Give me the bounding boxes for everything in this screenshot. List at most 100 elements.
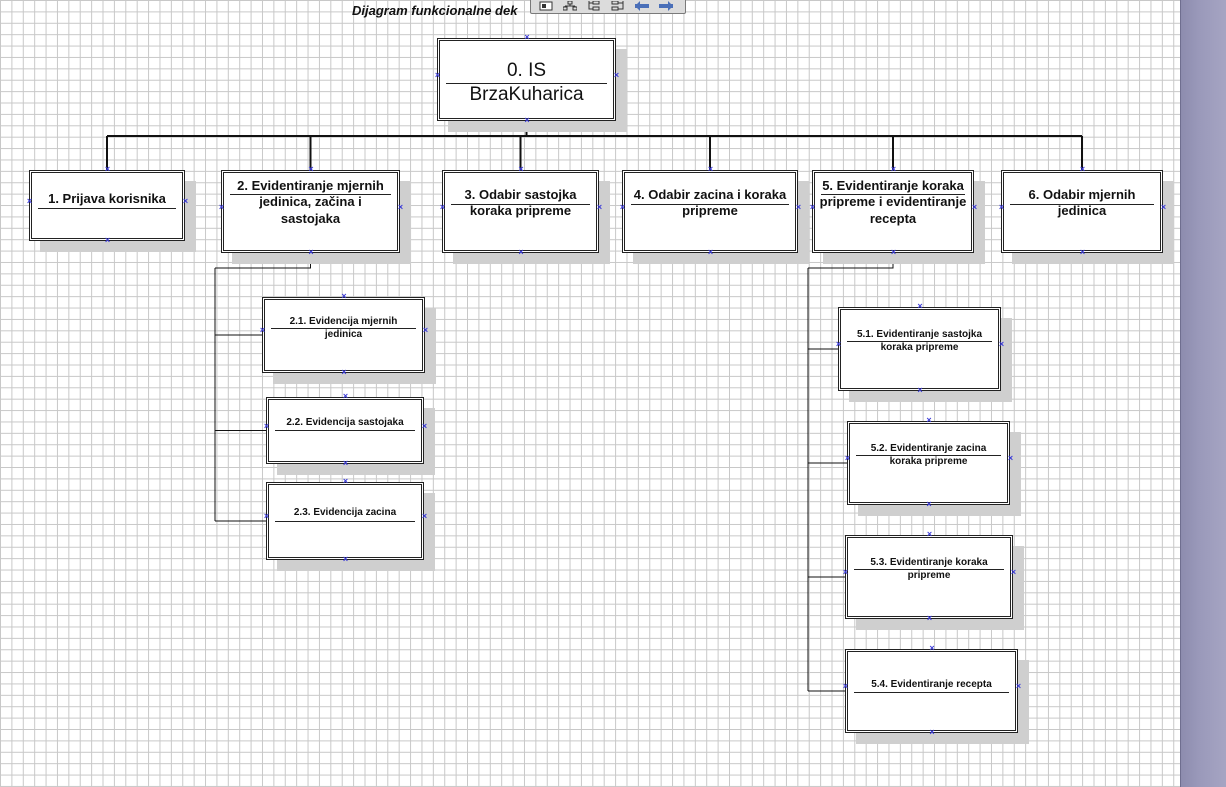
connection-handle[interactable]: × <box>342 476 349 486</box>
connection-handle[interactable]: × <box>917 301 923 311</box>
node-divider <box>451 204 590 205</box>
node-divider <box>856 455 1001 456</box>
node-divider <box>230 194 391 195</box>
connection-handle[interactable]: × <box>795 201 802 212</box>
connection-handle[interactable]: × <box>422 325 429 335</box>
connection-handle[interactable]: × <box>524 115 530 125</box>
connection-handle[interactable]: × <box>971 201 978 212</box>
connection-handle[interactable]: × <box>596 201 603 212</box>
node-5-1[interactable]: 5.1. Evidentiranje sastojka koraka pripr… <box>838 307 1001 391</box>
move-right-icon[interactable] <box>657 0 675 11</box>
connection-handle[interactable]: × <box>998 339 1005 349</box>
node-3-label: 3. Odabir sastojka koraka pripreme <box>464 187 577 219</box>
connection-handle[interactable]: × <box>842 567 849 577</box>
connection-handle[interactable]: × <box>218 201 225 212</box>
connection-handle[interactable]: × <box>1015 681 1022 691</box>
node-root[interactable]: 0. IS BrzaKuharica <box>437 38 616 121</box>
connection-handle[interactable]: × <box>707 164 714 174</box>
connector-lines <box>106 121 1083 692</box>
node-divider <box>38 208 176 209</box>
connection-handle[interactable]: × <box>182 195 189 206</box>
connection-handle[interactable]: × <box>421 420 428 431</box>
connection-handle[interactable]: × <box>263 420 270 431</box>
connection-handle[interactable]: × <box>421 511 428 521</box>
node-6-label: 6. Odabir mjernih jedinica <box>1028 187 1136 219</box>
connection-handle[interactable]: × <box>341 367 347 377</box>
node-2-3[interactable]: 2.3. Evidencija zacina <box>266 482 424 560</box>
connection-handle[interactable]: × <box>342 458 349 468</box>
connection-handle[interactable]: × <box>844 453 851 463</box>
node-divider <box>847 341 992 342</box>
connection-handle[interactable]: × <box>1007 453 1014 463</box>
tree-left-icon[interactable] <box>585 0 603 11</box>
org-chart-icon[interactable] <box>561 0 579 11</box>
connection-handle[interactable]: × <box>926 613 933 623</box>
connection-handle[interactable]: × <box>308 164 314 174</box>
connection-handle[interactable]: × <box>439 201 446 212</box>
connection-handle[interactable]: × <box>917 385 923 395</box>
connection-handle[interactable]: × <box>998 201 1005 212</box>
connection-handle[interactable]: × <box>1010 567 1017 577</box>
connection-handle[interactable]: × <box>518 247 524 257</box>
node-divider <box>631 204 789 205</box>
diagram-title: Dijagram funkcionalne dek <box>352 3 518 18</box>
connection-handle[interactable]: × <box>707 247 714 257</box>
connection-handle[interactable]: × <box>104 164 111 174</box>
connection-handle[interactable]: × <box>842 681 849 691</box>
connection-handle[interactable]: × <box>926 415 932 425</box>
connection-handle[interactable]: × <box>929 727 935 737</box>
connection-handle[interactable]: × <box>26 195 33 206</box>
connection-handle[interactable]: × <box>1160 201 1167 212</box>
connection-handle[interactable]: × <box>890 247 897 257</box>
node-2-label: 2. Evidentiranje mjernih jedinica, začin… <box>237 178 384 226</box>
layout-icon[interactable] <box>537 0 555 11</box>
node-1[interactable]: 1. Prijava korisnika <box>29 170 185 241</box>
node-3[interactable]: 3. Odabir sastojka koraka pripreme <box>442 170 599 253</box>
org-chart-toolbar[interactable] <box>530 0 686 14</box>
node-root-label: 0. IS BrzaKuharica <box>469 60 584 105</box>
connection-handle[interactable]: × <box>259 325 266 335</box>
connection-handle[interactable]: × <box>263 511 270 521</box>
diagram-canvas[interactable]: Dijagram funkcionalne dek 0. IS BrzaKuha… <box>0 0 1180 787</box>
connection-handle[interactable]: × <box>104 235 111 245</box>
connection-handle[interactable]: × <box>926 529 933 539</box>
node-2-1-label: 2.1. Evidencija mjernih jedinica <box>289 316 398 340</box>
node-5-2[interactable]: 5.2. Evidentiranje zacina koraka priprem… <box>847 421 1010 505</box>
node-5-4-label: 5.4. Evidentiranje recepta <box>871 679 992 690</box>
connector <box>808 253 894 269</box>
node-5-label: 5. Evidentiranje koraka pripreme i evide… <box>819 178 967 226</box>
connection-handle[interactable]: × <box>1079 164 1086 174</box>
connection-handle[interactable]: × <box>613 69 620 80</box>
connection-handle[interactable]: × <box>809 201 816 212</box>
connection-handle[interactable]: × <box>518 164 524 174</box>
connection-handle[interactable]: × <box>890 164 897 174</box>
connector <box>215 253 311 269</box>
connection-handle[interactable]: × <box>434 69 441 80</box>
connection-handle[interactable]: × <box>619 201 626 212</box>
move-left-icon[interactable] <box>633 0 651 11</box>
node-5-4[interactable]: 5.4. Evidentiranje recepta <box>845 649 1018 733</box>
connection-handle[interactable]: × <box>835 339 842 349</box>
connection-handle[interactable]: × <box>308 247 314 257</box>
connection-handle[interactable]: × <box>926 499 932 509</box>
window-scroll-rail[interactable] <box>1180 0 1226 787</box>
connection-handle[interactable]: × <box>397 201 404 212</box>
node-5-3[interactable]: 5.3. Evidentiranje koraka pripreme <box>845 535 1013 619</box>
tree-right-icon[interactable] <box>609 0 627 11</box>
node-divider <box>275 521 415 522</box>
connection-handle[interactable]: × <box>342 391 349 401</box>
connection-handle[interactable]: × <box>341 291 347 301</box>
node-2-1[interactable]: 2.1. Evidencija mjernih jedinica <box>262 297 425 373</box>
connection-handle[interactable]: × <box>342 554 349 564</box>
node-6[interactable]: 6. Odabir mjernih jedinica <box>1001 170 1163 253</box>
connection-handle[interactable]: × <box>929 643 935 653</box>
connection-handle[interactable]: × <box>1079 247 1086 257</box>
node-divider <box>1010 204 1154 205</box>
node-2-3-label: 2.3. Evidencija zacina <box>293 507 397 518</box>
node-2[interactable]: 2. Evidentiranje mjernih jedinica, začin… <box>221 170 400 253</box>
connection-handle[interactable]: × <box>524 32 530 42</box>
node-5-3-label: 5.3. Evidentiranje koraka pripreme <box>870 557 988 581</box>
node-5[interactable]: 5. Evidentiranje koraka pripreme i evide… <box>812 170 974 253</box>
node-2-2[interactable]: 2.2. Evidencija sastojaka <box>266 397 424 464</box>
node-4[interactable]: 4. Odabir zacina i koraka pripreme <box>622 170 798 253</box>
